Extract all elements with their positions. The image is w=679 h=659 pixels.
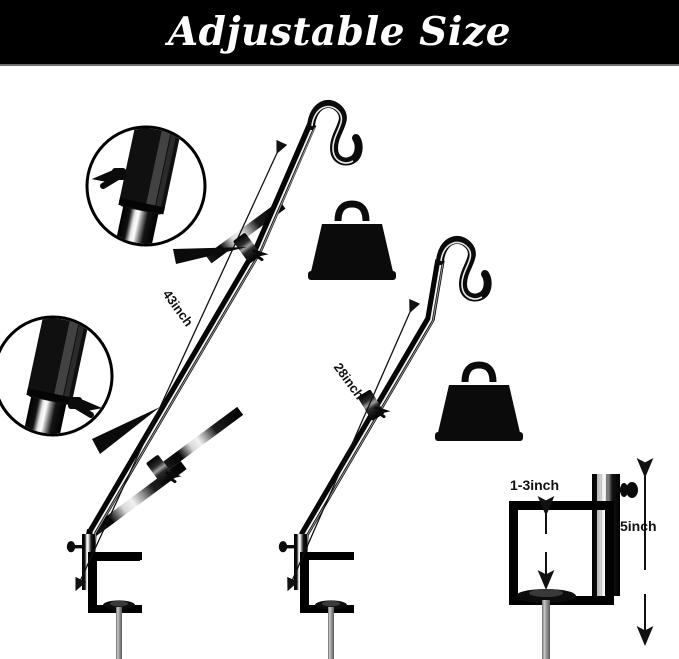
product-illustration: [0, 100, 654, 659]
magnifier-circle-icon-lower: [0, 315, 160, 454]
dimension-line-43inch: [75, 139, 288, 592]
pole-long-lower-tube: [90, 461, 187, 536]
weight-label-12lbs: 12lbs: [316, 175, 368, 198]
header-banner: [0, 0, 679, 64]
thumbscrew-icon-short: [278, 541, 295, 553]
desk-clamp-long: [66, 534, 142, 659]
desk-clamp-short: [278, 534, 354, 659]
hook-icon-long: [307, 100, 363, 166]
dimension-line-28inch: [287, 298, 421, 592]
pole-short-assembly: [278, 235, 492, 659]
weight-icon-12lbs: [308, 200, 396, 280]
weight-icon-20lbs: [435, 361, 523, 441]
magnifier-circle-icon-upper: [85, 125, 247, 264]
hook-icon-short: [436, 235, 492, 302]
dimension-label-clamp-range: 1-3inch: [510, 477, 560, 493]
pole-long-assembly: [66, 100, 363, 659]
thumbscrew-icon-long: [66, 541, 83, 553]
weight-label-20lbs: 20lbs: [443, 336, 495, 359]
header-divider: [0, 64, 679, 66]
page-title: Adjustable Size: [167, 9, 512, 55]
pole-long-mid-tube: [163, 406, 244, 470]
thumbscrew-icon-detail: [616, 482, 638, 498]
dimension-label-clamp-height: 5inch: [620, 518, 657, 534]
clamp-detail-diagram: [509, 458, 654, 659]
